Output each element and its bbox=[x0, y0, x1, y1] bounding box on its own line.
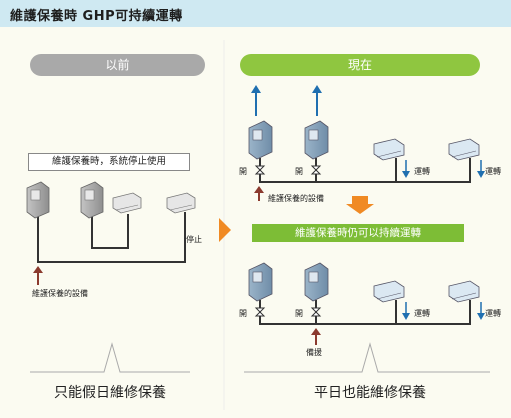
left-caption: 只能假日維修保養 bbox=[54, 385, 166, 401]
valve-bottom-1 bbox=[254, 307, 266, 317]
right-top-outdoor-unit-2 bbox=[304, 120, 329, 160]
airflow-arrow-top-1 bbox=[402, 160, 410, 178]
open-label-bottom-2: 開 bbox=[295, 309, 303, 318]
left-bottom-line bbox=[30, 342, 190, 373]
left-indoor-unit-2 bbox=[166, 192, 196, 214]
orange-chevron bbox=[219, 218, 231, 242]
exhaust-arrow-1 bbox=[251, 85, 261, 116]
run-label-bottom-2: 運轉 bbox=[485, 309, 501, 318]
run-label-top-1: 運轉 bbox=[414, 167, 430, 176]
continuous-operation-banner: 維護保養時仍可以持續運轉 bbox=[252, 224, 464, 242]
right-top-outdoor-unit-1 bbox=[248, 120, 273, 160]
airflow-arrow-bottom-1 bbox=[402, 302, 410, 320]
left-main-pipe bbox=[37, 212, 186, 263]
open-label-top-1: 開 bbox=[239, 167, 247, 176]
left-indoor-unit-1 bbox=[112, 192, 142, 214]
run-label-top-2: 運轉 bbox=[485, 167, 501, 176]
right-top-indoor-unit-1 bbox=[373, 138, 405, 161]
left-equipment-label: 維護保養的設備 bbox=[32, 289, 88, 298]
page-title: 維護保養時 GHP可持續運轉 bbox=[10, 9, 183, 24]
left-branch-pipe bbox=[91, 212, 129, 249]
right-bottom-outdoor-unit-2 bbox=[304, 262, 329, 302]
left-outdoor-unit-2 bbox=[80, 181, 104, 219]
right-equipment-label: 維護保養的設備 bbox=[268, 194, 324, 203]
now-pill: 現在 bbox=[240, 54, 480, 76]
open-label-bottom-1: 開 bbox=[239, 309, 247, 318]
right-top-indoor-unit-2 bbox=[448, 138, 480, 161]
right-top-main-pipe bbox=[259, 158, 471, 183]
left-maintenance-arrow bbox=[33, 266, 43, 285]
right-bottom-main-pipe bbox=[259, 300, 471, 325]
right-maintenance-arrow bbox=[254, 186, 264, 201]
right-bottom-indoor-unit-1 bbox=[373, 280, 405, 303]
valve-top-2 bbox=[310, 165, 322, 175]
right-bottom-outdoor-unit-1 bbox=[248, 262, 273, 302]
header-bar bbox=[0, 0, 511, 27]
airflow-arrow-top-2 bbox=[477, 160, 485, 178]
right-caption: 平日也能維修保養 bbox=[314, 385, 426, 401]
left-outdoor-unit-1 bbox=[26, 181, 50, 219]
valve-top-1 bbox=[254, 165, 266, 175]
stop-label: 停止 bbox=[186, 235, 202, 244]
open-label-top-2: 開 bbox=[295, 167, 303, 176]
airflow-arrow-bottom-2 bbox=[477, 302, 485, 320]
right-bottom-indoor-unit-2 bbox=[448, 280, 480, 303]
backup-label: 備援 bbox=[306, 348, 322, 357]
orange-down-arrow bbox=[346, 196, 374, 214]
right-bottom-line bbox=[244, 342, 490, 373]
before-pill: 以前 bbox=[30, 54, 205, 76]
valve-bottom-2 bbox=[310, 307, 322, 317]
run-label-bottom-1: 運轉 bbox=[414, 309, 430, 318]
exhaust-arrow-2 bbox=[312, 85, 322, 116]
backup-arrow bbox=[311, 328, 321, 345]
left-status-box: 維護保養時，系統停止使用 bbox=[28, 153, 190, 171]
